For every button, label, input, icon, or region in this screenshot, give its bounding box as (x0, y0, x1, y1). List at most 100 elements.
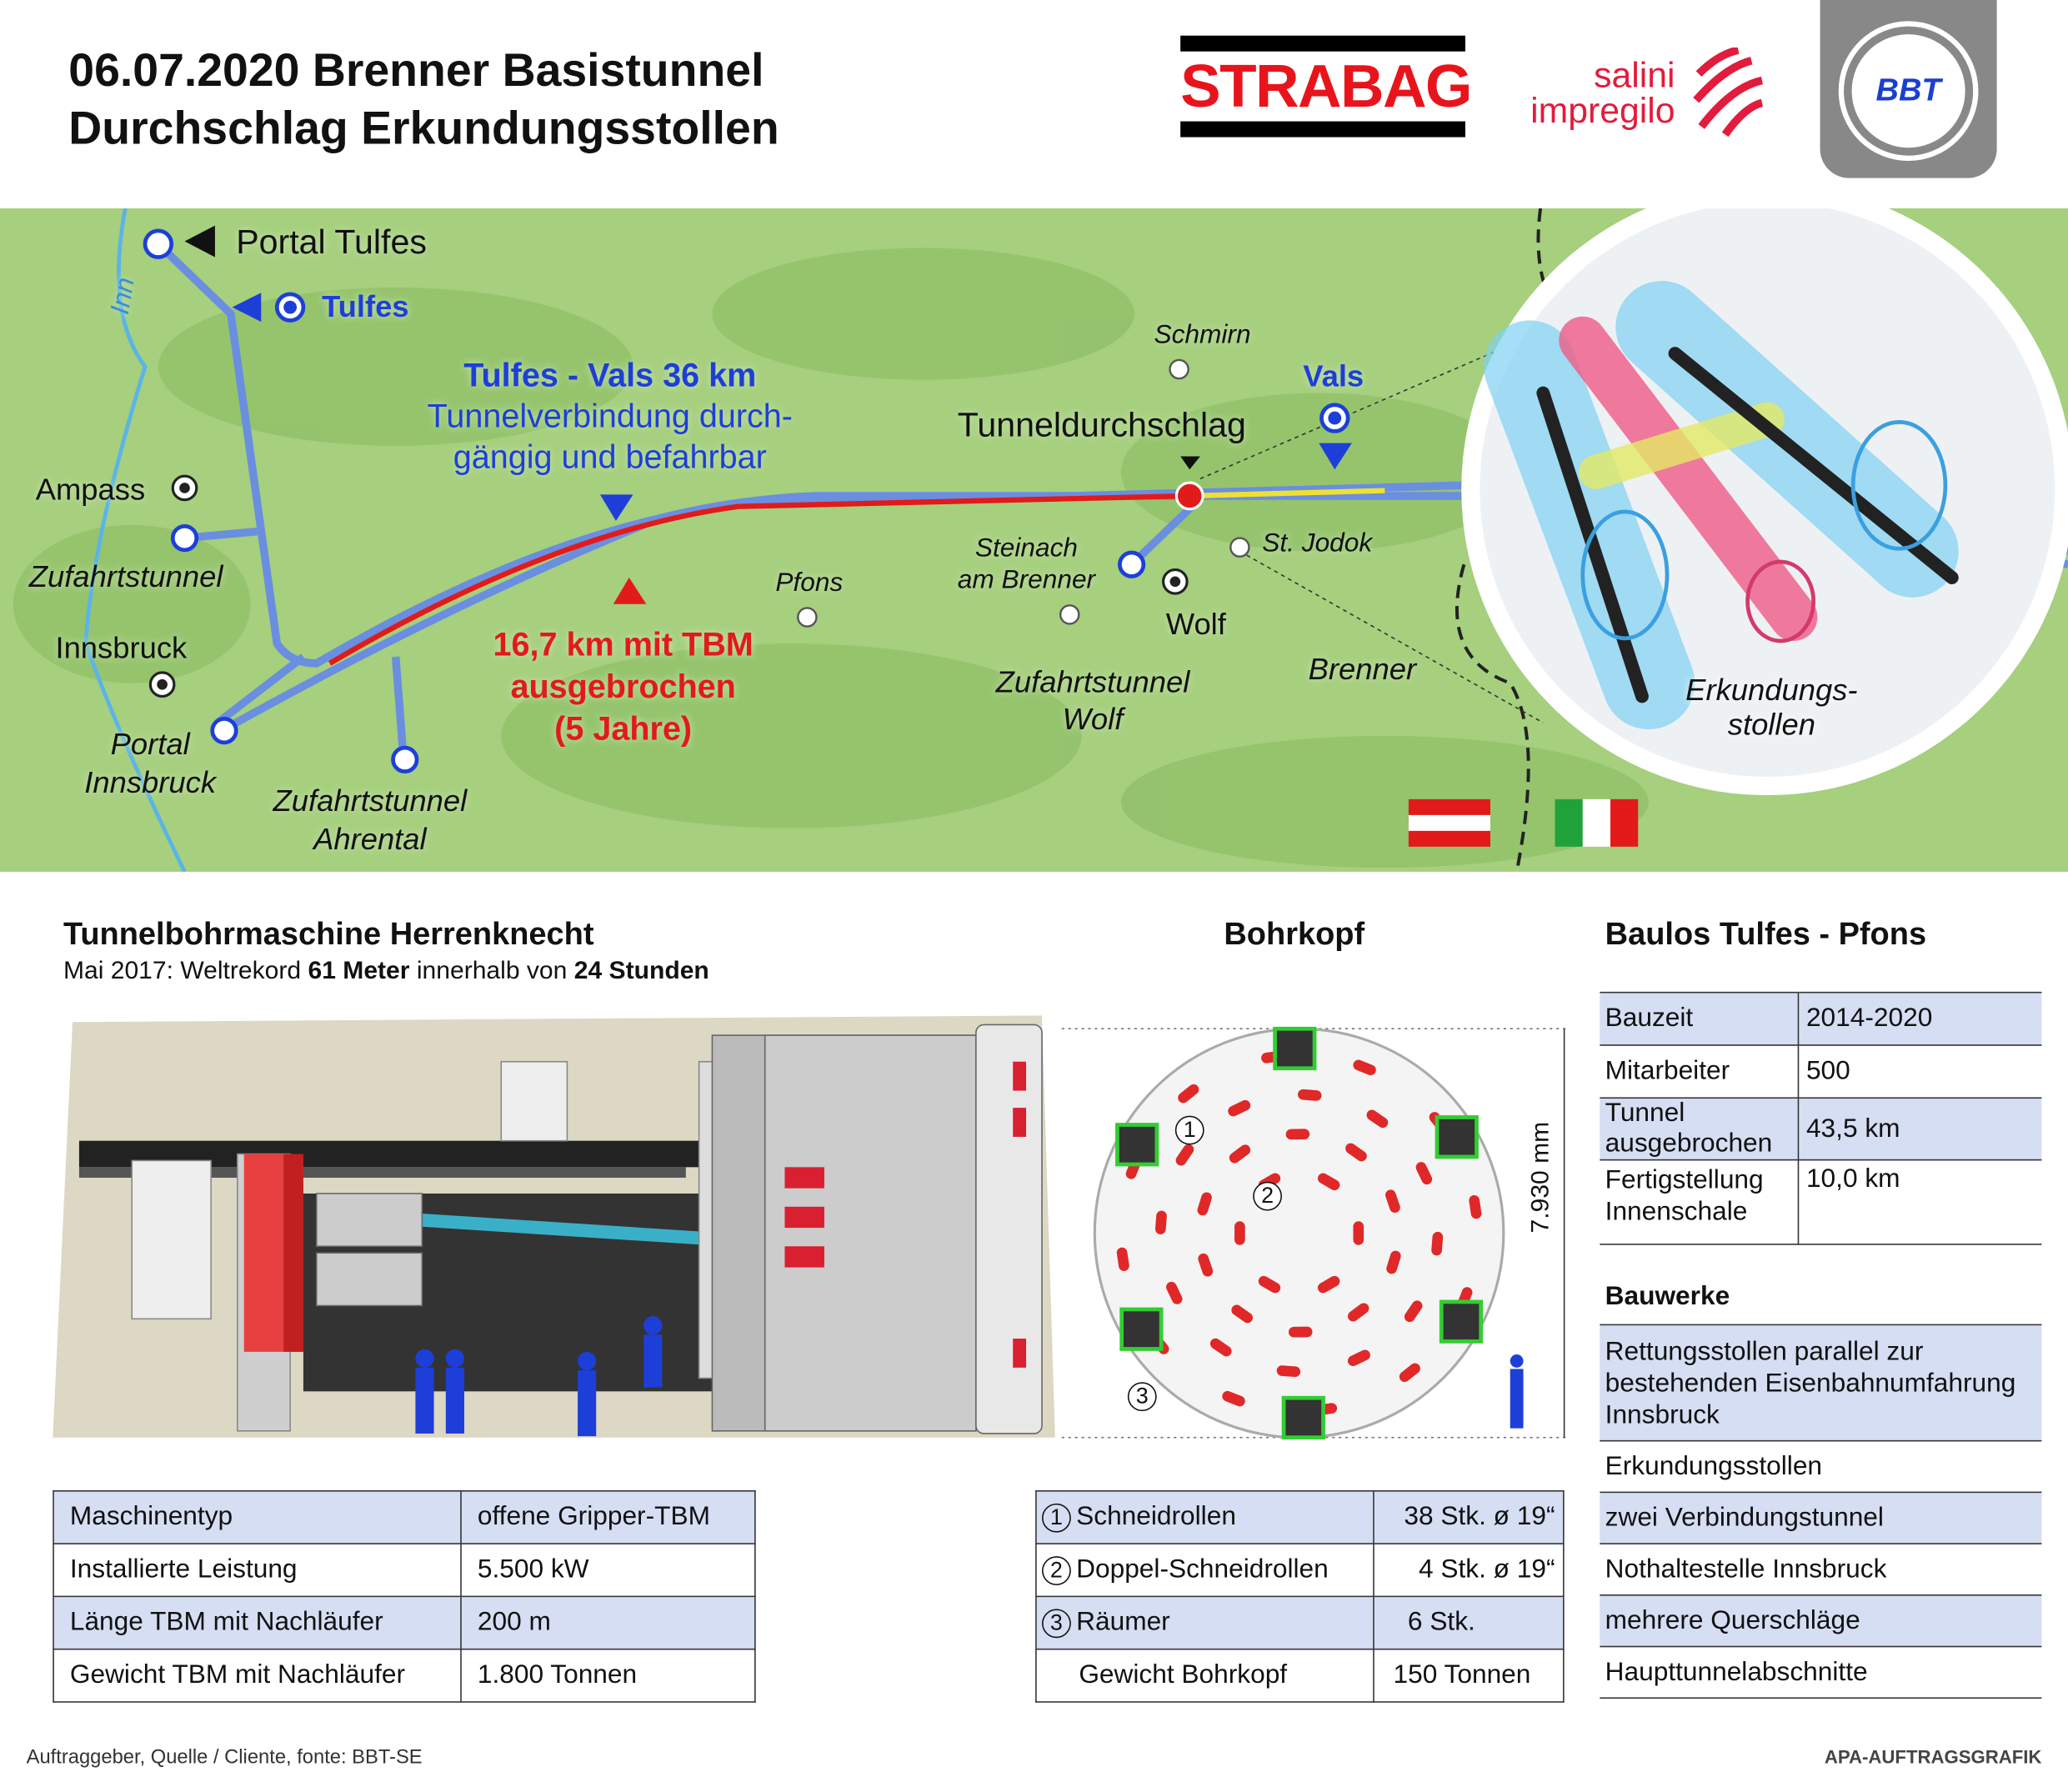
label-sub2: gängig und befahrbar (453, 438, 767, 477)
scraper-bucket (1115, 1123, 1159, 1167)
impregilo-text: impregilo (1530, 91, 1675, 131)
list-item-text: zwei Verbindungstunnel (1600, 1492, 2042, 1544)
cell-value: 10,0 km (1797, 1159, 2042, 1245)
cell-value: 38 Stk. ø 19“ (1373, 1489, 1565, 1544)
cutter-disc (1229, 1144, 1251, 1164)
list-item: Rettungsstollen parallel zur bestehenden… (1600, 1324, 2042, 1442)
cutter-disc (1353, 1221, 1364, 1245)
sub-pre: Mai 2017: Weltrekord (63, 957, 308, 985)
sub-mid: innerhalb von (409, 957, 574, 985)
list-item-text: mehrere Querschläge (1600, 1594, 2042, 1648)
label-wolf: Wolf (1165, 606, 1226, 641)
cutter-disc (1285, 1129, 1310, 1140)
cell-value: offene Gripper-TBM (460, 1489, 756, 1544)
bauwerke-title: Bauwerke (1605, 1281, 1730, 1311)
label-vals: Vals (1303, 358, 1364, 393)
cell-value: 4 Stk. ø 19“ (1373, 1543, 1565, 1598)
scraper-bucket (1281, 1395, 1325, 1440)
list-item-text: Erkundungsstollen (1600, 1440, 2042, 1494)
cutter-disc (1258, 1275, 1281, 1294)
label-pfons: Pfons (775, 568, 844, 598)
cutter-disc (1197, 1192, 1212, 1216)
cell-value: 43,5 km (1797, 1098, 2042, 1161)
bohrkopf-title: Bohrkopf (1224, 916, 1365, 953)
row-number: 2 (1042, 1556, 1071, 1585)
label-ahrental-2: Ahrental (313, 821, 427, 856)
label-tunneldurchschlag: Tunneldurchschlag (957, 404, 1246, 445)
cell-label: Mitarbeiter (1600, 1044, 1799, 1099)
cutter-disc (1317, 1275, 1340, 1294)
cell-label: Länge TBM mit Nachläufer (53, 1595, 462, 1650)
label-innsbruck: Innsbruck (55, 630, 188, 665)
erkundungsstollen-section (1189, 488, 1385, 499)
cell-value: 5.500 kW (460, 1543, 756, 1598)
list-item: zwei Verbindungstunnel (1600, 1492, 2042, 1544)
cutter-disc (1276, 1365, 1301, 1378)
label-sub1: Tunnelverbindung durch- (427, 398, 793, 436)
cell-label: Schneidrollen (1076, 1502, 1236, 1532)
cell-label: Räumer (1076, 1607, 1170, 1637)
route-map: Portal Tulfes Tulfes Inn Ampass Zufahrts… (0, 208, 2068, 872)
scraper-bucket (1435, 1115, 1479, 1159)
salini-swirl-icon (1693, 47, 1764, 138)
bauwerke-list: Rettungsstollen parallel zur bestehenden… (1600, 1324, 2042, 1699)
tbm-subtitle: Mai 2017: Weltrekord 61 Meter innerhalb … (63, 958, 709, 987)
cutter-disc (1386, 1250, 1401, 1274)
label-ampass: Ampass (35, 472, 146, 507)
label-zwolf-1: Zufahrtstunnel (995, 664, 1190, 699)
list-item: Haupttunnelabschnitte (1600, 1646, 2042, 1699)
tbm-section (328, 493, 1190, 666)
cutter-disc (1404, 1300, 1423, 1323)
cell-label: Fertigstellung Innenschale (1600, 1159, 1799, 1245)
map-graphics (13, 208, 2068, 872)
title-line-2: Durchschlag Erkundungsstollen (68, 103, 779, 155)
italy-flag-icon (1555, 798, 1639, 847)
cutter-disc (1116, 1247, 1129, 1271)
marker-3: 3 (1127, 1382, 1157, 1412)
tbm-title: Tunnelbohrmaschine Herrenknecht (63, 916, 594, 953)
cutter-disc (1348, 1303, 1369, 1322)
tbm-drawing (53, 1015, 1055, 1438)
cutter-disc (1347, 1349, 1370, 1367)
marker-1: 1 (1174, 1115, 1204, 1145)
bohrkopf-dimension: 7.930 mm (1527, 1121, 1555, 1234)
label-tbm-3: (5 Jahre) (554, 710, 693, 748)
salini-text: salini (1594, 55, 1675, 95)
cutter-disc (1178, 1084, 1199, 1104)
austria-flag-icon (1408, 798, 1490, 847)
list-item: mehrere Querschläge (1600, 1594, 2042, 1648)
label-ahrental-1: Zufahrtstunnel (273, 783, 468, 818)
cell-label: Doppel-Schneidrollen (1076, 1554, 1329, 1584)
cutter-disc (1231, 1304, 1253, 1324)
label-tbm-1: 16,7 km mit TBM (493, 626, 754, 663)
cutter-disc (1366, 1109, 1389, 1129)
cutter-disc (1317, 1173, 1340, 1191)
bbt-logo: BBT (1820, 0, 1997, 178)
row-number: 1 (1042, 1503, 1071, 1533)
cutter-disc (1175, 1144, 1194, 1166)
cell-value: 1.800 Tonnen (460, 1648, 756, 1703)
label-portal-tulfes: Portal Tulfes (236, 221, 427, 262)
cutter-disc (1234, 1221, 1245, 1245)
label-inn: Inn (105, 275, 141, 317)
sub-hours: 24 Stunden (573, 957, 709, 985)
list-item: Erkundungsstollen (1600, 1440, 2042, 1494)
scraper-bucket (1439, 1299, 1484, 1344)
scraper-bucket (1119, 1307, 1164, 1351)
cutter-disc (1345, 1143, 1367, 1162)
cutter-disc (1228, 1099, 1251, 1117)
footer-credit: APA-AUFTRAGSGRAFIK (1824, 1745, 2042, 1768)
cutter-disc (1385, 1189, 1400, 1214)
label-zwolf-2: Wolf (1062, 701, 1124, 736)
